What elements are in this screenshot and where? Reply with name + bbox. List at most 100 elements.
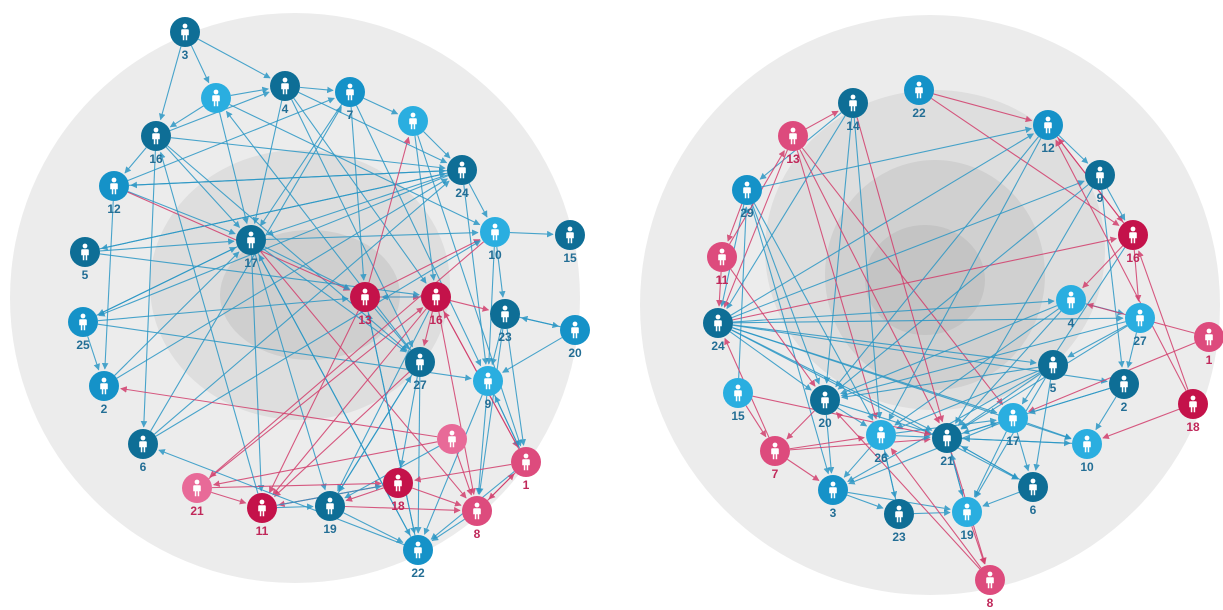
node-label: 17: [1006, 434, 1020, 448]
right-edge-49: [960, 325, 1128, 430]
right-edge-85: [848, 423, 1000, 485]
right-node-20[interactable]: 20: [810, 385, 840, 430]
node-label: 12: [107, 202, 121, 216]
left-node-unlabeled-4[interactable]: [398, 106, 428, 136]
right-node-24[interactable]: 24: [703, 308, 733, 353]
node-label: 27: [1133, 334, 1147, 348]
left-node-23[interactable]: 23: [490, 299, 520, 344]
left-node-6[interactable]: 6: [128, 429, 158, 474]
left-node-13[interactable]: 13: [350, 282, 380, 327]
left-node-unlabeled-21[interactable]: [437, 424, 467, 454]
left-node-unlabeled-3[interactable]: [201, 83, 231, 113]
node-label: 12: [1041, 141, 1055, 155]
node-label: 25: [76, 338, 90, 352]
left-node-1[interactable]: 1: [511, 447, 541, 492]
node-label: 2: [101, 402, 108, 416]
right-node-13[interactable]: 13: [778, 121, 808, 166]
right-node-1[interactable]: 1: [1194, 322, 1223, 367]
left-node-4[interactable]: 4: [270, 71, 300, 116]
left-edge-19: [170, 137, 446, 171]
left-edge-25: [266, 174, 448, 236]
right-node-21[interactable]: 21: [932, 423, 962, 468]
left-node-5[interactable]: 5: [70, 237, 100, 282]
right-node-4[interactable]: 4: [1056, 285, 1086, 330]
right-node-7[interactable]: 7: [760, 436, 790, 481]
right-edge-94: [890, 448, 982, 569]
right-edge-2: [853, 117, 883, 419]
right-node-2[interactable]: 2: [1109, 369, 1139, 414]
left-edge-73: [414, 376, 422, 534]
left-node-22[interactable]: 22: [403, 535, 433, 580]
right-node-14[interactable]: 14: [838, 88, 868, 133]
left-edge-35: [99, 171, 447, 250]
right-edge-71: [787, 458, 820, 481]
right-edge-29: [729, 331, 812, 391]
right-edge-73: [789, 436, 931, 451]
right-node-6[interactable]: 6: [1018, 472, 1048, 517]
right-edge-91: [961, 445, 1021, 481]
right-edge-72: [789, 435, 865, 450]
left-edge-78: [154, 180, 450, 435]
right-edge-43: [957, 310, 1062, 426]
left-node-16[interactable]: 16: [141, 121, 171, 166]
right-node-18[interactable]: 18: [1178, 389, 1208, 434]
left-node-21[interactable]: 21: [182, 473, 212, 518]
right-node-22[interactable]: 22: [904, 75, 934, 120]
left-node-19[interactable]: 19: [315, 491, 345, 536]
node-label: 11: [716, 273, 729, 287]
right-edge-65: [738, 206, 750, 379]
node-label: 6: [1030, 503, 1037, 517]
right-edge-68: [839, 403, 932, 435]
right-node-23[interactable]: 23: [884, 499, 914, 544]
left-node-9[interactable]: 9: [473, 366, 503, 411]
right-node-17[interactable]: 17: [998, 403, 1028, 448]
right-node-3[interactable]: 3: [818, 475, 848, 520]
right-edge-19: [731, 180, 1085, 319]
node-label: 8: [474, 527, 481, 541]
right-edge-24: [731, 329, 933, 431]
right-node-15[interactable]: 15: [723, 378, 753, 423]
left-node-2[interactable]: 2: [89, 371, 119, 416]
left-node-3[interactable]: 3: [170, 17, 200, 62]
right-node-5[interactable]: 5: [1038, 350, 1068, 395]
left-edge-101: [337, 375, 412, 494]
right-node-8[interactable]: 8: [975, 565, 1005, 610]
left-edge-46: [485, 246, 495, 365]
right-node-12[interactable]: 12: [1033, 110, 1063, 155]
left-node-24[interactable]: 24: [447, 155, 477, 200]
left-node-25[interactable]: 25: [68, 307, 98, 352]
right-node-9[interactable]: 9: [1085, 160, 1115, 205]
right-node-27[interactable]: 27: [1125, 303, 1155, 348]
left-edge-57: [272, 308, 427, 496]
left-node-10[interactable]: 10: [480, 217, 510, 262]
right-node-10[interactable]: 10: [1072, 429, 1102, 474]
left-node-15[interactable]: 15: [555, 220, 585, 265]
right-node-26[interactable]: 26: [866, 420, 896, 465]
left-node-8[interactable]: 8: [462, 496, 492, 541]
left-edge-28: [463, 184, 489, 365]
left-node-18[interactable]: 18: [383, 468, 413, 513]
right-node-29[interactable]: 29: [732, 175, 762, 220]
node-label: 2: [1121, 400, 1128, 414]
left-edge-6: [299, 86, 334, 94]
left-edge-76: [423, 394, 483, 535]
node-label: 9: [485, 397, 492, 411]
left-node-20[interactable]: 20: [560, 315, 590, 360]
right-node-19[interactable]: 19: [952, 497, 982, 542]
right-node-11[interactable]: 11: [707, 242, 737, 287]
right-edge-69: [786, 410, 815, 440]
right-edge-5: [723, 149, 788, 308]
right-edge-89: [846, 494, 884, 510]
left-node-11[interactable]: 11: [247, 493, 277, 538]
right-edge-18: [730, 133, 1034, 316]
left-node-17[interactable]: 17: [236, 225, 266, 270]
right-node-16[interactable]: 16: [1118, 220, 1148, 265]
left-edge-12: [259, 104, 343, 227]
left-node-7[interactable]: 7: [335, 77, 365, 122]
left-edge-61: [490, 328, 502, 366]
left-edge-50: [268, 310, 359, 494]
left-node-27[interactable]: 27: [405, 347, 435, 392]
left-node-12[interactable]: 12: [99, 171, 129, 216]
left-node-16[interactable]: 16: [421, 282, 451, 327]
